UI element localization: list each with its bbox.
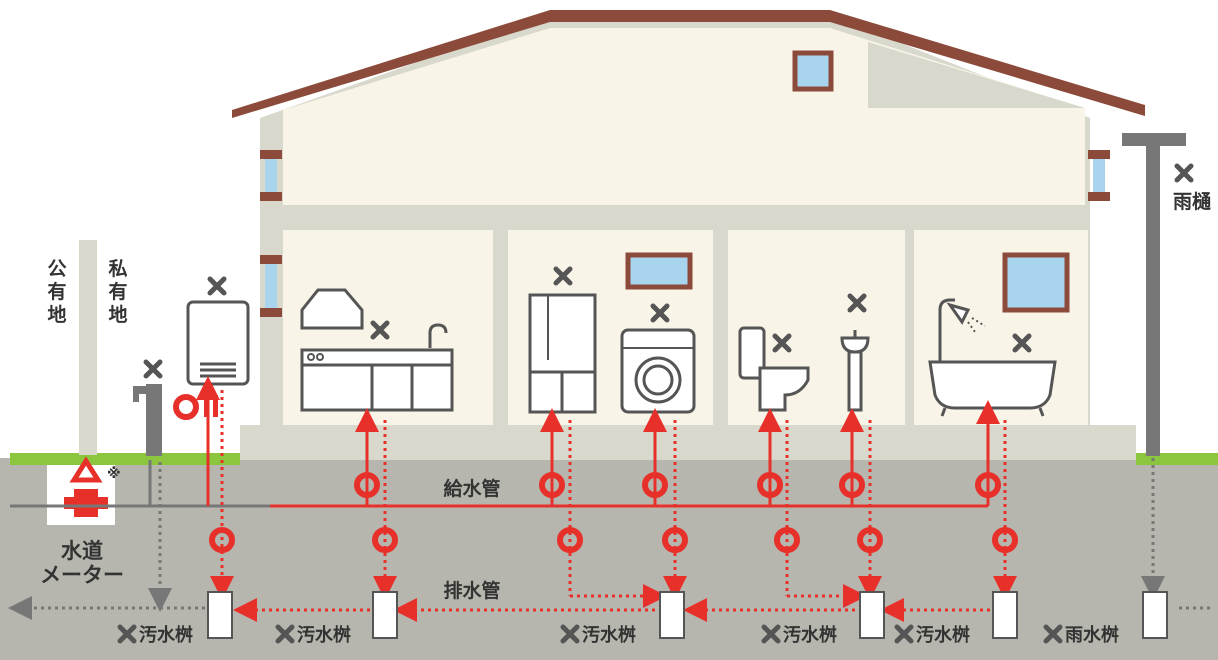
label-private-land-2: 有 <box>108 280 127 303</box>
vanity <box>528 293 597 414</box>
label-basin-4: 汚水桝 <box>783 624 837 646</box>
basin-5 <box>992 591 1018 639</box>
rain-gutter-pipe <box>1122 133 1186 456</box>
basin-3 <box>659 591 685 639</box>
label-basin-2: 汚水桝 <box>297 624 351 646</box>
bath-window <box>1002 252 1070 313</box>
toilet <box>738 326 810 412</box>
label-private-land-1: 私 <box>108 258 127 280</box>
grass-left <box>10 453 240 465</box>
label-basin-1: 汚水桝 <box>139 624 193 646</box>
basin-2 <box>372 591 398 639</box>
attic-window <box>792 50 834 92</box>
water-meter <box>47 456 115 525</box>
label-basin-5: 汚水桝 <box>916 624 970 646</box>
label-private-land-3: 地 <box>108 303 127 326</box>
label-supply-pipe: 給水管 <box>443 477 500 500</box>
label-public-land-2: 有 <box>47 280 66 303</box>
label-rain-basin: 雨水桝 <box>1065 624 1119 646</box>
drain-pipe <box>210 390 1017 622</box>
sewage-basins <box>207 591 1168 639</box>
kitchen-sink <box>300 288 454 412</box>
boundary-post <box>79 240 97 455</box>
label-water-meter-1: 水道 <box>61 539 103 563</box>
public-drain <box>8 458 1210 620</box>
circle-marks <box>176 395 1015 550</box>
label-water-meter-2: メーター <box>40 563 124 587</box>
washroom-window <box>625 252 693 290</box>
basin-4 <box>859 591 885 639</box>
label-public-land-3: 地 <box>47 303 66 326</box>
outdoor-faucet <box>133 384 162 456</box>
label-public-land-1: 公 <box>47 258 66 280</box>
label-basin-3: 汚水桝 <box>582 624 636 646</box>
label-note-mark: ※ <box>107 466 121 482</box>
basin-rain <box>1142 591 1168 639</box>
house <box>232 10 1145 460</box>
washing-machine <box>620 328 696 414</box>
roof <box>232 10 1145 118</box>
bathtub <box>928 298 1057 417</box>
basin-1 <box>207 591 233 639</box>
label-rain-gutter: 雨樋 <box>1173 190 1211 213</box>
label-drain-pipe: 排水管 <box>443 579 500 602</box>
water-heater <box>186 300 250 386</box>
